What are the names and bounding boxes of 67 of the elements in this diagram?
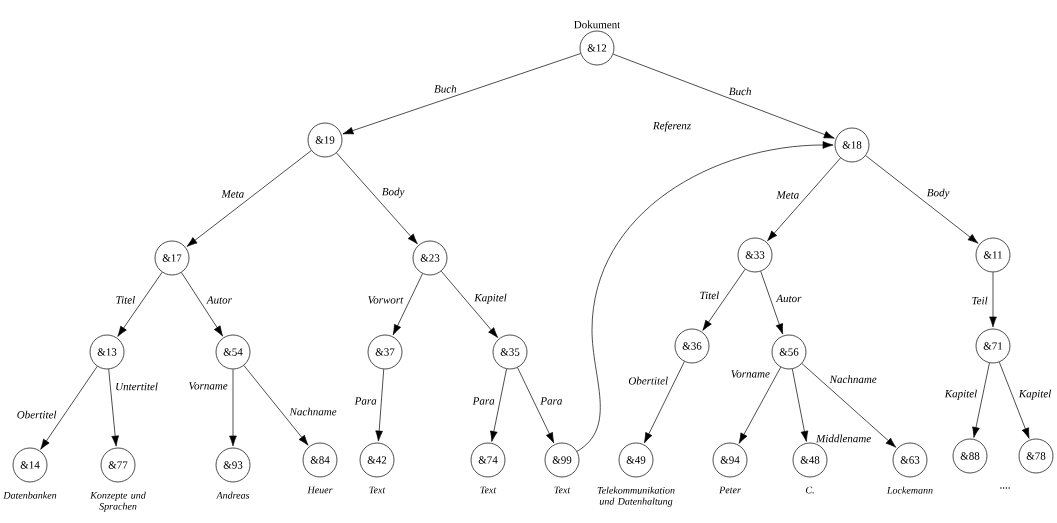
arrow: [342, 53, 581, 135]
arrow: [702, 268, 746, 331]
arrow: [760, 271, 784, 335]
root-label: Dokument: [574, 20, 621, 29]
edge-label: Titel: [114, 294, 137, 305]
arrow: [375, 368, 385, 442]
arrow: [767, 157, 841, 242]
edge-label: Teil: [970, 295, 989, 306]
edge-label: Nachname: [288, 406, 338, 417]
edge-label: Kapitel: [1017, 388, 1053, 401]
edge-label: Autor: [775, 293, 803, 304]
leaf-value: Text: [480, 486, 497, 494]
arrow: [972, 362, 990, 438]
ellipsis-label: ....: [1000, 487, 1010, 489]
edge-label: Kapitel: [473, 292, 508, 305]
leaf-value: Andreas: [216, 491, 250, 499]
arrow: [181, 272, 224, 337]
edge-label: Vorwort: [366, 295, 405, 305]
edge-label: Obertitel: [627, 375, 670, 386]
arrow: [801, 363, 897, 448]
edge-label: Para: [353, 396, 378, 406]
edge-label: Meta: [775, 190, 801, 200]
arrow: [392, 273, 423, 336]
arrow: [998, 361, 1030, 439]
leaf-value: Text: [554, 486, 571, 494]
edge-label: Untertitel: [114, 381, 159, 392]
edge-label: Referenz: [651, 120, 693, 133]
leaf-value: Text: [369, 486, 386, 494]
edge-label: Vorname: [729, 369, 771, 379]
arrow: [989, 272, 997, 328]
edge-label: Buch: [727, 86, 753, 97]
edge-label: Body: [925, 187, 951, 200]
leaf-value: Telekommunikation und Datenhaltung: [597, 486, 675, 507]
leaf-value: Lockemann: [886, 486, 933, 494]
arrow: [108, 368, 119, 447]
curved-arrow: [576, 141, 834, 452]
arrow: [117, 271, 163, 337]
edge-label: Para: [539, 396, 564, 406]
edge-label: Body: [380, 186, 406, 199]
arrow: [517, 367, 555, 444]
arrow: [243, 365, 309, 446]
arrow: [865, 155, 979, 244]
edge-label: Nachname: [828, 374, 878, 385]
arrow: [490, 368, 507, 442]
leaf-value: Datenbanken: [3, 491, 57, 499]
leaf-value: C.: [806, 486, 814, 494]
edge-label: Buch: [433, 83, 458, 94]
edge-label: Meta: [220, 189, 246, 199]
arrow: [229, 369, 237, 447]
arrow: [738, 366, 782, 444]
edge-label: Middlename: [815, 433, 873, 444]
arrow: [186, 150, 312, 247]
arrow: [612, 53, 835, 139]
edge-label: Kapitel: [943, 388, 979, 401]
leaf-value: Peter: [719, 486, 741, 494]
edge-label: Vorname: [187, 381, 229, 391]
leaf-value: Konzepte und Sprachen: [90, 491, 146, 512]
arrow: [791, 368, 809, 442]
arrow: [336, 152, 418, 245]
arrow: [440, 270, 499, 338]
edge-label: Titel: [698, 290, 721, 301]
arrow: [644, 361, 685, 444]
arrow: [40, 365, 98, 450]
edge-label: Para: [471, 396, 496, 406]
edge-label: Autor: [205, 295, 233, 305]
leaf-value: Heuer: [307, 486, 333, 494]
edge-label: Obertitel: [15, 409, 58, 420]
